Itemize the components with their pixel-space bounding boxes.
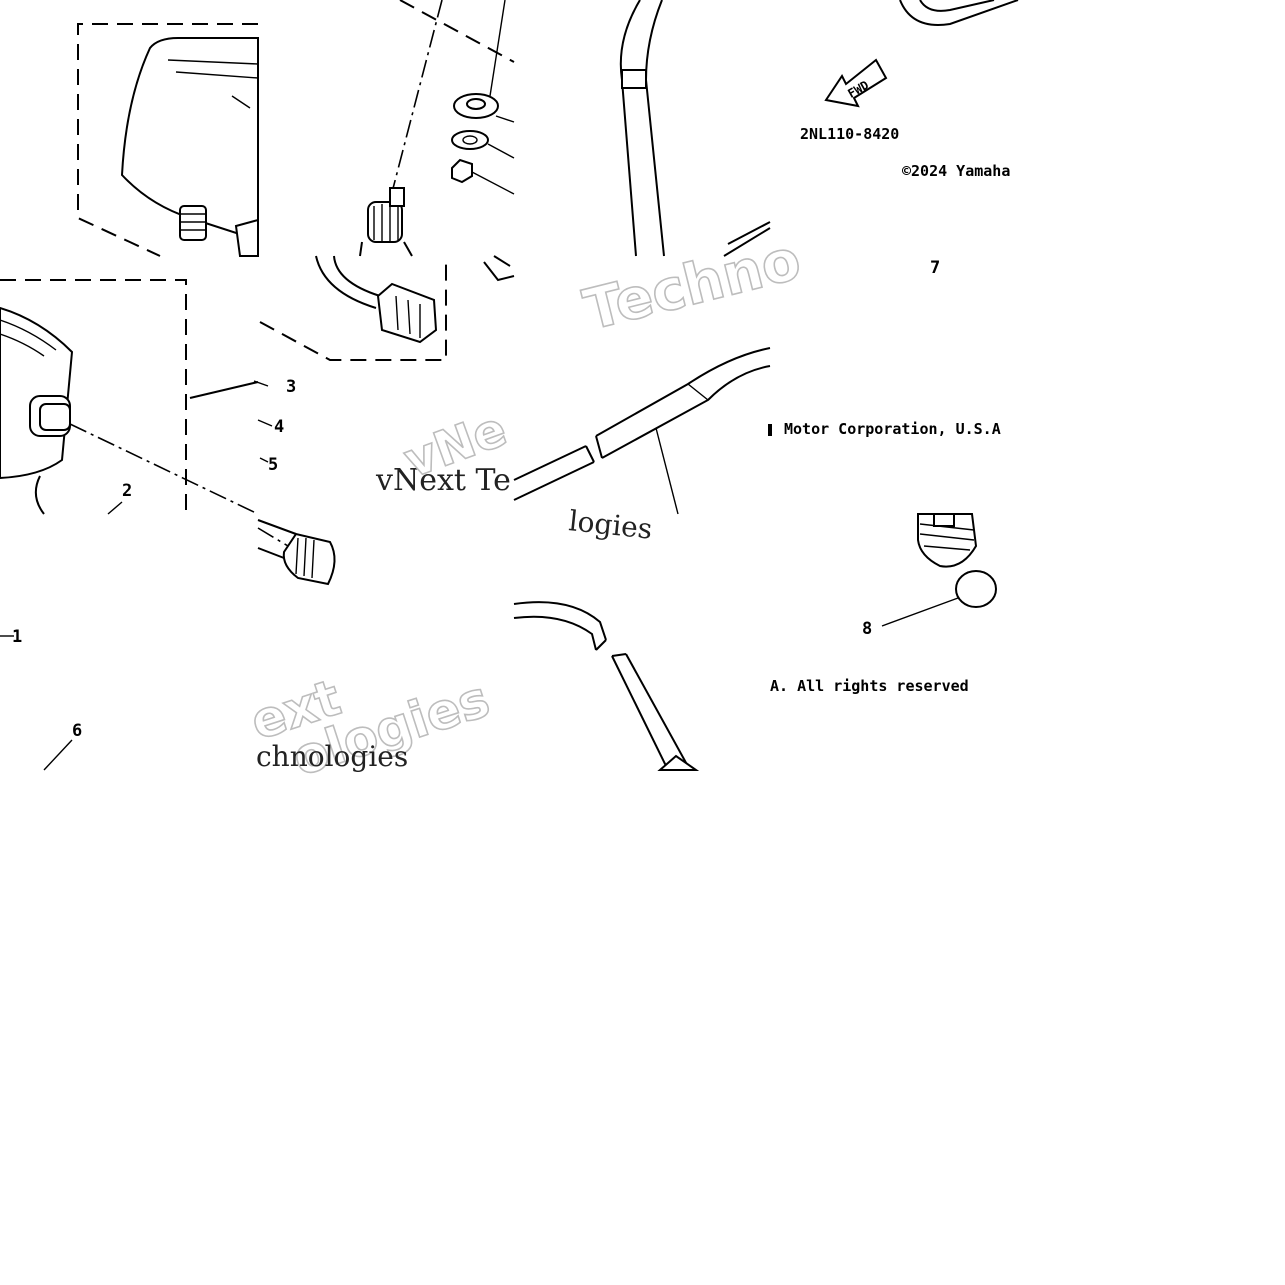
copyright-mid: Motor Corporation, U.S.A bbox=[784, 420, 1001, 438]
callout-4: 4 bbox=[274, 417, 284, 437]
hose-lower bbox=[513, 601, 700, 771]
hose-middle: Techno logies 7 Motor Corporation, U.S.A bbox=[513, 226, 1001, 546]
callout-7: 7 bbox=[930, 258, 940, 278]
fwd-arrow-block: FWD 2NL110-8420 ©2024 Yamaha bbox=[800, 0, 1019, 180]
part-code: 2NL110-8420 bbox=[800, 125, 899, 143]
callout-1: 1 bbox=[12, 627, 22, 647]
speedometer-assembly-top bbox=[77, 23, 259, 257]
cable-top-assembly bbox=[359, 0, 515, 257]
callout-2: 2 bbox=[122, 481, 132, 501]
copyright-line: ©2024 Yamaha bbox=[902, 162, 1010, 180]
fwd-arrow-icon bbox=[824, 58, 888, 108]
watermark-vnext-tec: vNext Te bbox=[375, 463, 511, 498]
hose-top bbox=[619, 0, 771, 257]
copyright-end: A. All rights reserved bbox=[770, 677, 969, 695]
watermark-techno: Techno bbox=[578, 227, 807, 343]
callout-8: 8 bbox=[862, 619, 872, 639]
meter-body: 3 4 5 2 vNext Te vNe bbox=[0, 255, 515, 515]
gasket-part bbox=[955, 570, 997, 608]
sensor-assembly: 8 A. All rights reserved bbox=[770, 513, 997, 695]
watermark-chnologies: chnologies bbox=[256, 740, 408, 773]
watermark-logies: logies bbox=[567, 504, 654, 546]
callout-3: 3 bbox=[286, 377, 296, 397]
callout-6: 6 bbox=[72, 721, 82, 741]
callout-5: 5 bbox=[268, 455, 278, 475]
cable-lower-assembly: 1 6 ext ologies chnologies bbox=[0, 519, 497, 788]
